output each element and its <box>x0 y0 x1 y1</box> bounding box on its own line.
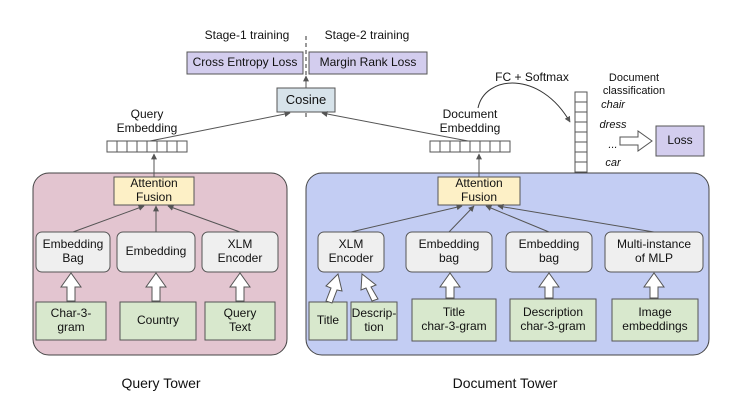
doc-classification-title: Document classification <box>602 72 666 97</box>
doc-encoder-label: XLM Encoder <box>328 237 374 265</box>
doc-input-box <box>350 301 398 341</box>
cross-entropy-loss-box <box>186 51 304 75</box>
query-input-label: Query Text <box>223 306 257 334</box>
query-encoder-label: Embedding <box>125 244 187 259</box>
query-fusion-label: Attention Fusion <box>130 176 178 204</box>
class-label: chair <box>601 98 625 111</box>
hollow-arrow <box>145 272 167 302</box>
class-label: car <box>605 156 621 169</box>
doc-input-box <box>611 298 699 342</box>
doc-input-label: Title <box>316 313 340 328</box>
arrow <box>448 205 475 233</box>
fc-softmax-curve <box>477 82 571 123</box>
document-embedding-label: Document Embedding <box>439 107 501 135</box>
doc-input-label: Image embeddings <box>622 305 688 333</box>
query-input-box <box>204 301 276 341</box>
hollow-arrow <box>439 272 461 299</box>
query-fusion-box <box>113 176 195 206</box>
class-label: ... <box>608 138 618 151</box>
query-to-cosine-arrow <box>149 111 291 142</box>
query-encoder-label: Embedding Bag <box>42 237 104 265</box>
document-embedding-vector <box>429 140 511 153</box>
doc-encoder-label: Multi-instance of MLP <box>616 237 692 265</box>
margin-rank-loss-box <box>308 51 428 75</box>
query-tower-title: Query Tower <box>121 374 201 391</box>
classification-vector <box>574 91 588 173</box>
doc-input-label: Title char-3-gram <box>421 305 487 333</box>
arrow <box>72 205 145 233</box>
cross-entropy-loss-label: Cross Entropy Loss <box>192 55 298 70</box>
doc-input-label: Descrip- tion <box>351 306 397 334</box>
doc-input-box <box>411 298 497 342</box>
hollow-arrow <box>325 273 343 304</box>
class-label: dress <box>599 118 627 131</box>
stage1-label: Stage-1 training <box>204 28 290 43</box>
margin-rank-loss-label: Margin Rank Loss <box>319 55 417 70</box>
to-loss-arrow <box>619 130 653 152</box>
query-input-label: Char-3- gram <box>50 306 92 334</box>
doc-input-label: Description char-3-gram <box>520 305 586 333</box>
hollow-arrow <box>643 272 665 299</box>
hollow-arrow <box>360 273 379 302</box>
doc-input-box <box>308 301 348 341</box>
classification-loss-box <box>655 125 705 157</box>
arrow <box>497 203 655 233</box>
arrow <box>167 205 241 233</box>
doc-input-box <box>509 298 597 342</box>
doc-to-cosine-arrow <box>321 111 469 142</box>
arrow <box>350 204 463 233</box>
doc-encoder-label: Embedding bag <box>418 237 480 265</box>
hollow-arrow <box>60 272 82 302</box>
query-encoder-label: XLM Encoder <box>217 237 263 265</box>
doc-encoder-label: Embedding bag <box>518 237 580 265</box>
document-tower-title: Document Tower <box>452 374 558 391</box>
cosine-box <box>276 87 336 113</box>
cosine-label: Cosine <box>285 91 327 107</box>
query-input-label: Country <box>136 313 180 328</box>
classification-loss-label: Loss <box>667 133 693 148</box>
doc-fusion-label: Attention Fusion <box>455 176 503 204</box>
stage2-label: Stage-2 training <box>324 28 410 43</box>
query-embedding-label: Query Embedding <box>116 107 178 135</box>
query-embedding-vector <box>106 140 188 153</box>
query-input-box <box>119 301 197 341</box>
hollow-arrow <box>538 272 560 299</box>
query-input-box <box>35 301 107 341</box>
hollow-arrow <box>229 272 251 302</box>
fc-softmax-label: FC + Softmax <box>495 70 569 85</box>
arrow <box>485 205 550 233</box>
